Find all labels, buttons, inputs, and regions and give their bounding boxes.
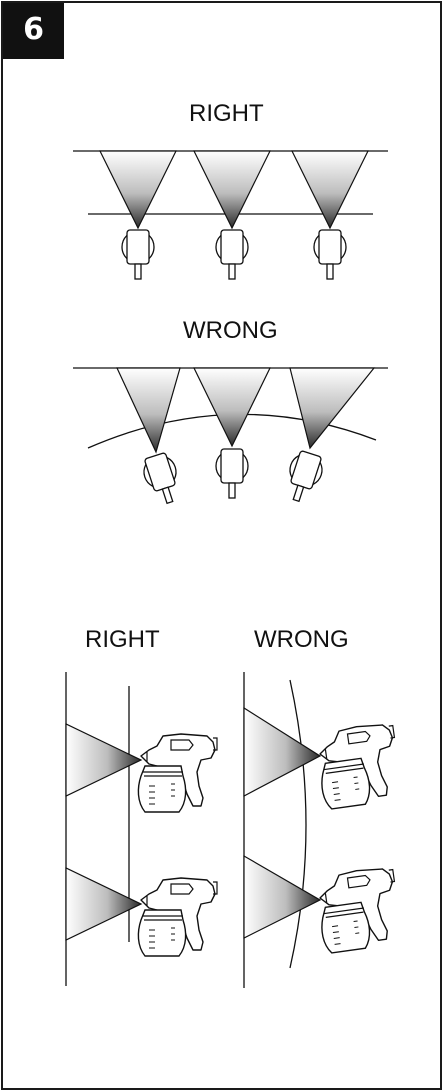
side-right-diagram <box>65 672 218 986</box>
right-label-top: RIGHT <box>189 100 264 127</box>
side-wrong-diagram <box>243 672 404 988</box>
top-right-diagram <box>73 150 388 280</box>
right-label-side: RIGHT <box>85 626 160 653</box>
top-wrong-diagram <box>73 367 388 509</box>
wrong-label-top: WRONG <box>183 317 278 344</box>
wrong-label-side: WRONG <box>254 626 349 653</box>
step-number-badge: 6 <box>3 3 64 59</box>
